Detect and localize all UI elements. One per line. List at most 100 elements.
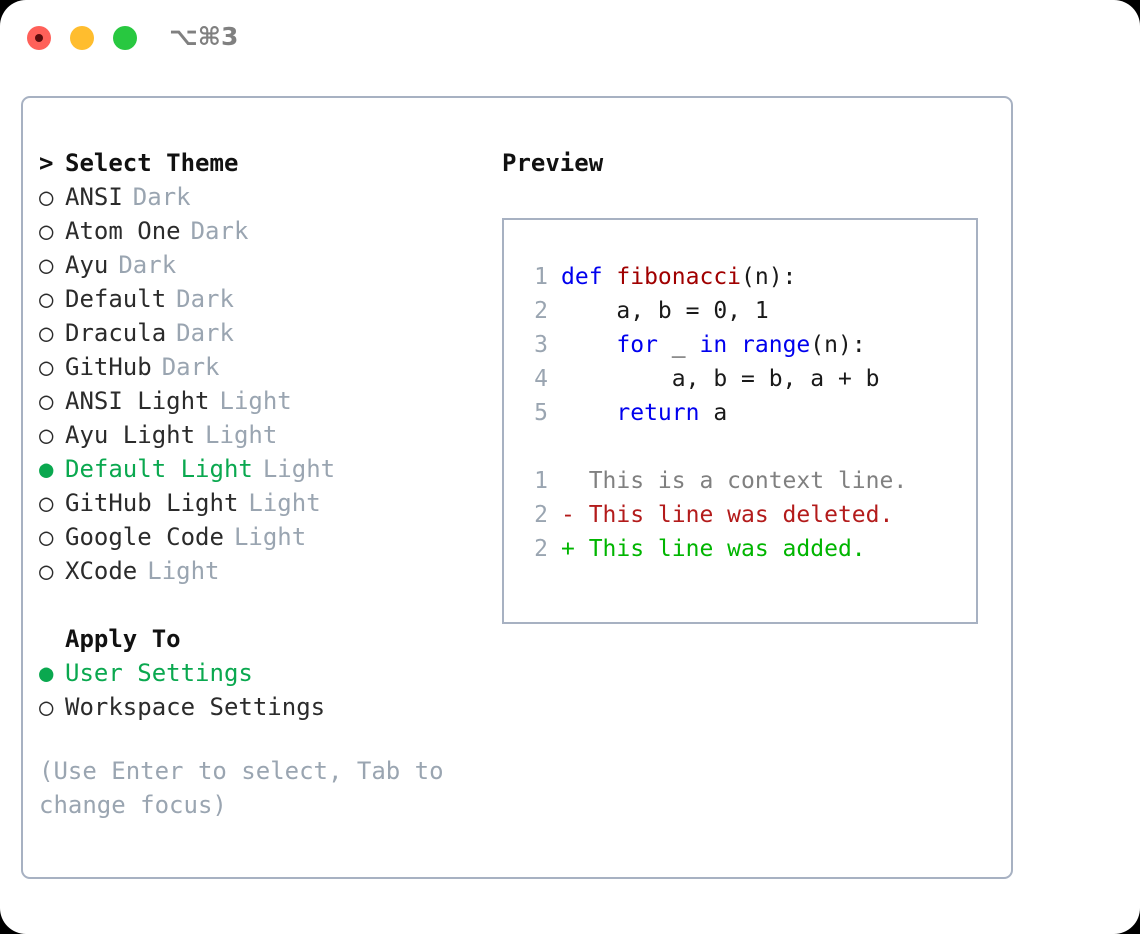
theme-label: ANSI Light: [65, 387, 210, 415]
token-plain: _: [657, 332, 700, 358]
content-frame: > Select Theme ○ ANSI Dark ○ Atom One Da…: [21, 96, 1013, 879]
select-theme-title: Select Theme: [65, 149, 239, 177]
theme-item-github-light[interactable]: ○ GitHub Light Light: [39, 486, 499, 520]
theme-badge: Light: [147, 557, 220, 585]
token-keyword: for: [616, 332, 658, 358]
theme-badge: Dark: [132, 183, 191, 211]
theme-label: GitHub: [65, 353, 152, 381]
theme-item-ayu-light[interactable]: ○ Ayu Light Light: [39, 418, 499, 452]
code-line: 5 return a: [520, 396, 968, 430]
code-line: 1 def fibonacci(n):: [520, 260, 968, 294]
theme-badge: Dark: [176, 285, 234, 313]
line-number: 1: [534, 264, 548, 290]
code-content: a, b = b, a + b: [561, 362, 880, 396]
theme-badge: Dark: [190, 217, 249, 245]
apply-to-item-user-settings[interactable]: ● User Settings: [39, 656, 499, 690]
token-keyword: def: [561, 264, 617, 290]
shortcut-label: ⌥⌘3: [169, 22, 239, 51]
theme-badge: Dark: [118, 251, 177, 279]
theme-badge: Dark: [161, 353, 220, 381]
radio-unselected-icon[interactable]: ○: [39, 557, 54, 585]
code-sample: 1 def fibonacci(n): 2 a, b = 0, 1 3 for …: [520, 260, 968, 566]
theme-label: Default Light: [65, 455, 253, 483]
radio-selected-icon[interactable]: ●: [39, 659, 54, 687]
radio-unselected-icon[interactable]: ○: [39, 421, 54, 449]
theme-item-atom-one-dark[interactable]: ○ Atom One Dark: [39, 214, 499, 248]
code-content: a, b = 0, 1: [561, 294, 769, 328]
radio-unselected-icon[interactable]: ○: [39, 251, 54, 279]
diff-line-deleted: 2 - This line was deleted.: [520, 498, 968, 532]
code-content: for _ in range(n):: [561, 328, 866, 362]
theme-item-xcode[interactable]: ○ XCode Light: [39, 554, 499, 588]
theme-item-default-dark[interactable]: ○ Default Dark: [39, 282, 499, 316]
radio-unselected-icon[interactable]: ○: [39, 319, 54, 347]
radio-selected-icon[interactable]: ●: [39, 455, 54, 483]
radio-unselected-icon[interactable]: ○: [39, 217, 54, 245]
theme-badge: Light: [219, 387, 292, 415]
token-plain: (n):: [741, 264, 797, 290]
title-bar: ⌥⌘3: [0, 0, 1140, 78]
line-number: 5: [534, 400, 548, 426]
apply-to-label: User Settings: [65, 659, 253, 687]
token-plain: [561, 332, 616, 358]
token-function: fibonacci: [616, 264, 742, 290]
theme-label: Google Code: [65, 523, 224, 551]
theme-label: GitHub Light: [65, 489, 239, 517]
theme-item-ayu-dark[interactable]: ○ Ayu Dark: [39, 248, 499, 282]
radio-unselected-icon[interactable]: ○: [39, 523, 54, 551]
apply-to-item-workspace-settings[interactable]: ○ Workspace Settings: [39, 690, 499, 724]
line-number: 2: [534, 536, 548, 562]
theme-item-default-light[interactable]: ● Default Light Light: [39, 452, 499, 486]
apply-to-label: Workspace Settings: [65, 693, 326, 721]
radio-unselected-icon[interactable]: ○: [39, 387, 54, 415]
minimize-button[interactable]: [70, 26, 94, 50]
apply-to-header: Apply To: [39, 622, 499, 656]
theme-item-ansi-dark[interactable]: ○ ANSI Dark: [39, 180, 499, 214]
theme-badge: Light: [233, 523, 307, 551]
close-button[interactable]: [27, 26, 51, 50]
token-plain: a, b = b, a + b: [561, 366, 880, 392]
theme-item-ansi-light[interactable]: ○ ANSI Light Light: [39, 384, 499, 418]
theme-selector-panel: > Select Theme ○ ANSI Dark ○ Atom One Da…: [39, 146, 499, 822]
theme-badge: Light: [248, 489, 321, 517]
theme-badge: Light: [205, 421, 278, 449]
code-content: def fibonacci(n):: [561, 260, 796, 294]
line-number: 2: [534, 502, 548, 528]
apply-to-title: Apply To: [65, 625, 181, 653]
preview-panel: Preview 1 def fibonacci(n): 2 a, b = 0, …: [502, 146, 1002, 624]
radio-unselected-icon[interactable]: ○: [39, 489, 54, 517]
code-gap: [520, 430, 968, 464]
token-plain: a: [699, 400, 728, 426]
diff-content: This is a context line.: [561, 468, 908, 494]
code-line: 3 for _ in range(n):: [520, 328, 968, 362]
preview-title: Preview: [502, 149, 604, 177]
theme-item-dracula-dark[interactable]: ○ Dracula Dark: [39, 316, 499, 350]
theme-label: Ayu Light: [65, 421, 196, 449]
theme-item-github-dark[interactable]: ○ GitHub Dark: [39, 350, 499, 384]
traffic-lights: [27, 26, 137, 50]
preview-box: 1 def fibonacci(n): 2 a, b = 0, 1 3 for …: [502, 218, 978, 624]
keyboard-hint-text: (Use Enter to select, Tab to change focu…: [39, 757, 444, 819]
radio-unselected-icon[interactable]: ○: [39, 183, 54, 211]
radio-unselected-icon[interactable]: ○: [39, 285, 54, 313]
theme-label: Ayu: [65, 251, 109, 279]
code-line: 4 a, b = b, a + b: [520, 362, 968, 396]
theme-badge: Light: [262, 455, 336, 483]
token-keyword: in: [699, 332, 728, 358]
token-plain: (n):: [810, 332, 866, 358]
radio-unselected-icon[interactable]: ○: [39, 693, 54, 721]
theme-item-google-code[interactable]: ○ Google Code Light: [39, 520, 499, 554]
radio-unselected-icon[interactable]: ○: [39, 353, 54, 381]
prompt-caret-icon: >: [39, 149, 54, 177]
theme-label: Atom One: [65, 217, 181, 245]
code-line: 2 a, b = 0, 1: [520, 294, 968, 328]
token-plain: [727, 332, 741, 358]
theme-badge: Dark: [176, 319, 234, 347]
token-keyword: return: [616, 400, 700, 426]
theme-label: ANSI: [65, 183, 123, 211]
line-number: 1: [534, 468, 548, 494]
token-plain: a, b = 0, 1: [561, 298, 769, 324]
theme-label: Default: [65, 285, 167, 313]
maximize-button[interactable]: [113, 26, 137, 50]
